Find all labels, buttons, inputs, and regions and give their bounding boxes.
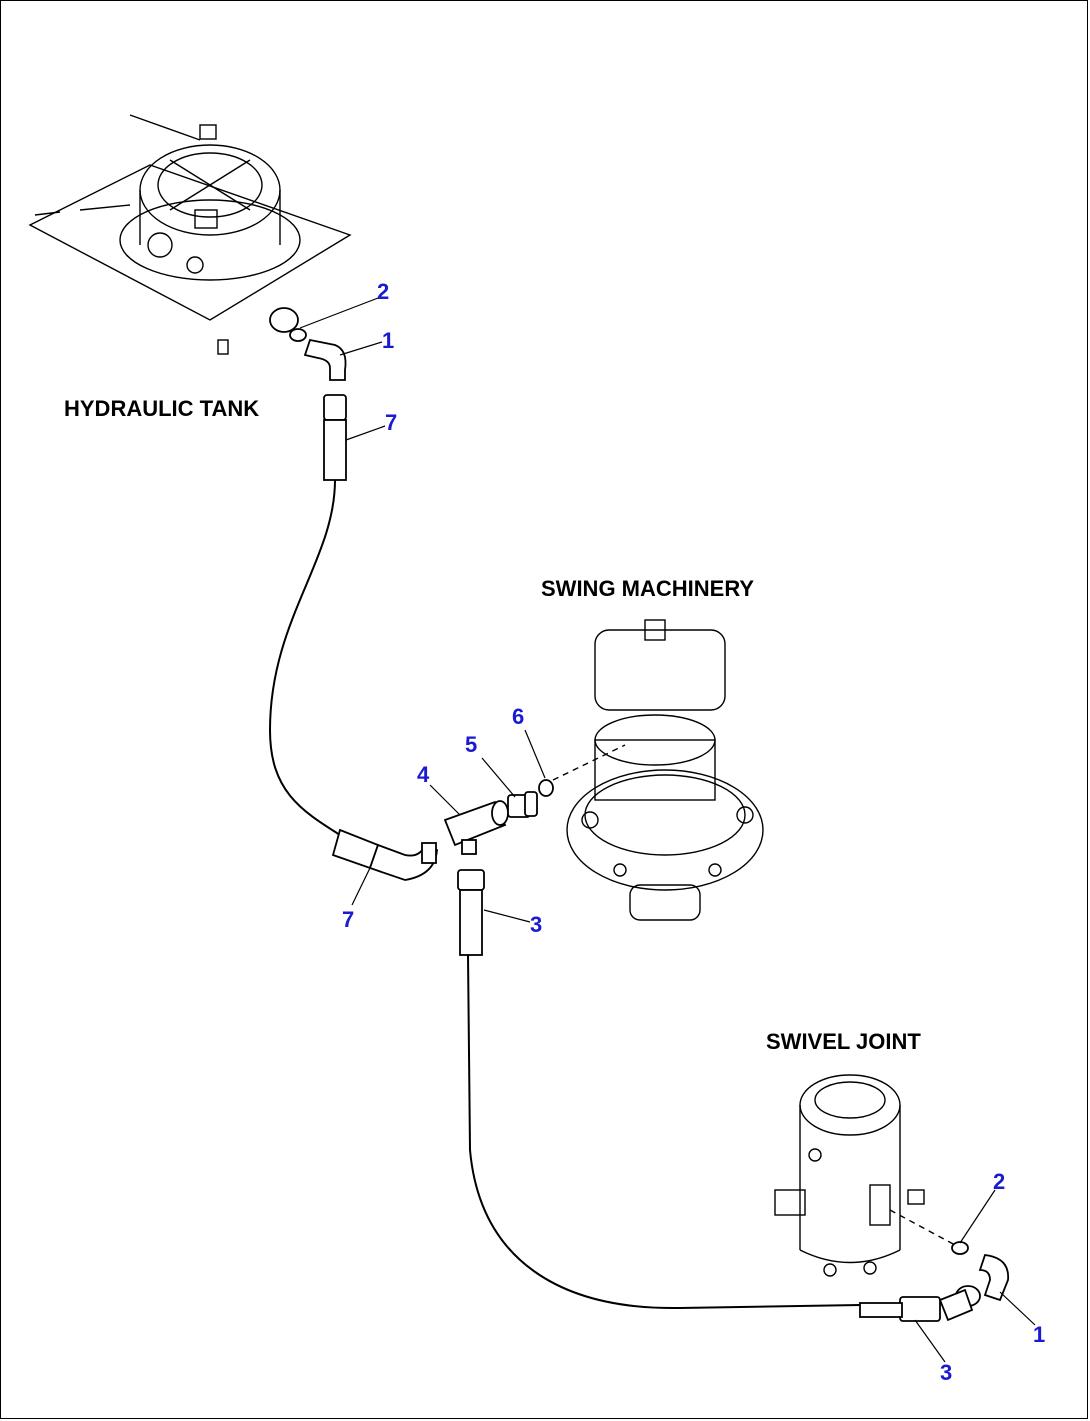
- callout-mid-5: 5: [465, 732, 477, 757]
- callout-tank-2: 2: [377, 279, 389, 304]
- swivel-fittings: [859, 1241, 1009, 1322]
- hose-end-3-mid: [457, 869, 485, 956]
- adapter-5: [507, 791, 538, 818]
- callout-swivel-2: 2: [993, 1169, 1005, 1194]
- callout-swivel-3: 3: [940, 1360, 952, 1385]
- swing-machinery-drawing: [566, 619, 764, 921]
- callout-mid-7: 7: [342, 907, 354, 932]
- label-hydraulic-tank: HYDRAULIC TANK: [64, 396, 259, 421]
- leader-lines: [299, 297, 1036, 1363]
- hose-tank-to-elbow: [268, 479, 341, 836]
- tee-4: [443, 800, 509, 855]
- label-swivel-joint: SWIVEL JOINT: [766, 1029, 921, 1054]
- hose-tee-to-swivel: [467, 954, 861, 1310]
- centerline-to-swing: [552, 744, 626, 781]
- swivel-joint-drawing: [774, 1074, 956, 1277]
- label-swing-machinery: SWING MACHINERY: [541, 576, 754, 601]
- elbow-7-mid: [331, 828, 438, 881]
- callout-tank-1: 1: [382, 328, 394, 353]
- callout-mid-3: 3: [530, 912, 542, 937]
- o-ring-6: [538, 779, 554, 797]
- callout-mid-6: 6: [512, 704, 524, 729]
- callout-tank-7: 7: [385, 410, 397, 435]
- callout-mid-4: 4: [417, 762, 430, 787]
- hydraulic-tank-drawing: [28, 114, 352, 355]
- callout-swivel-1: 1: [1033, 1322, 1045, 1347]
- tank-fittings: [269, 307, 347, 481]
